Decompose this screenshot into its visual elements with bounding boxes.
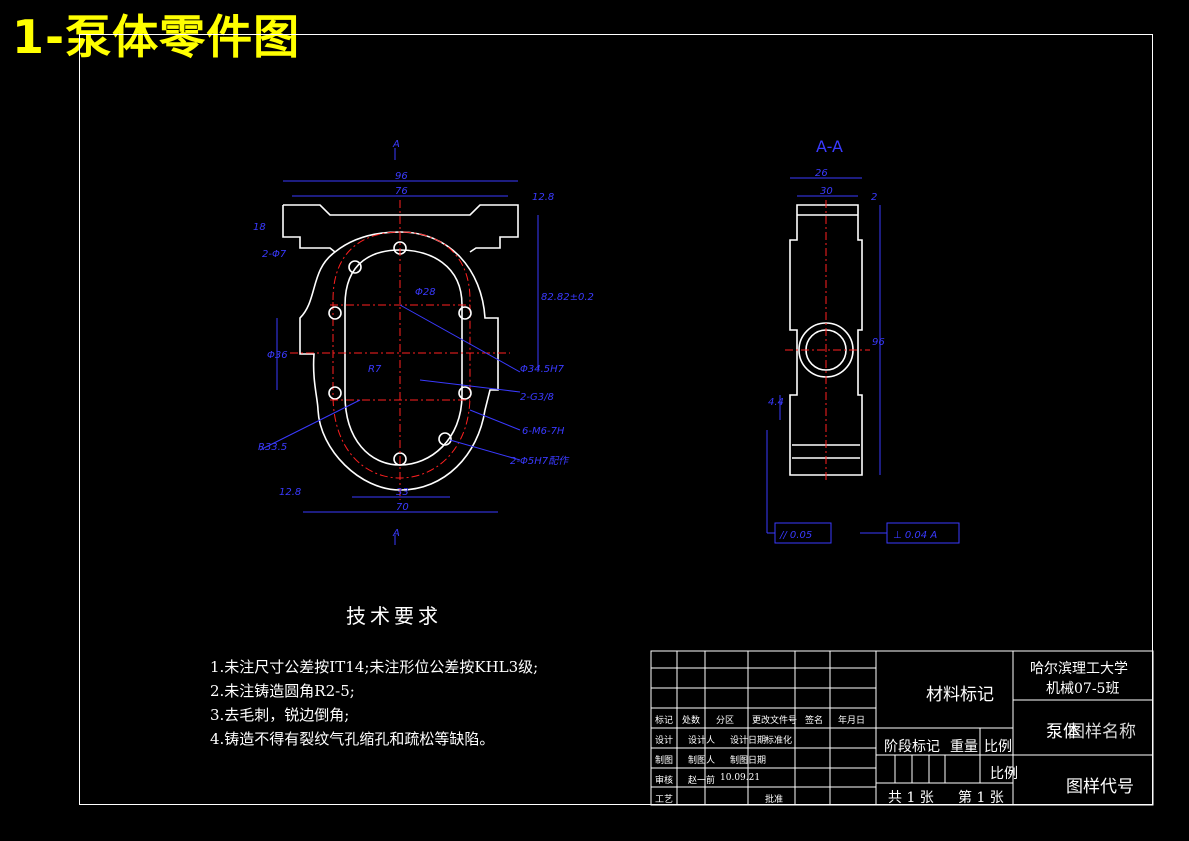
tb-drawing: 制图: [655, 756, 674, 766]
tb-total-sheets: 共 1 张: [888, 790, 934, 806]
tb-approve: 批准: [765, 795, 784, 805]
tb-mark: 标记: [655, 716, 674, 726]
dim-r33-5: R33.5: [258, 442, 287, 453]
section-label: A-A: [816, 137, 843, 156]
tb-process: 工艺: [655, 795, 674, 805]
tb-change-doc: 更改文件号: [752, 716, 798, 726]
tb-material-mark: 材料标记: [926, 685, 994, 705]
tb-class: 机械07-5班: [1046, 681, 1120, 697]
dim-phi34-5: Φ34.5H7: [520, 364, 565, 375]
tb-review-date: 10.09.21: [720, 773, 761, 783]
tb-stage-mark: 阶段标记: [884, 739, 940, 755]
dim-12-8-bottom: 12.8: [279, 487, 301, 498]
requirement-item: 3.去毛刺，锐边倒角;: [210, 706, 350, 724]
tb-drafter: 制图人: [688, 756, 716, 766]
tb-weight: 重量: [950, 739, 978, 755]
dim-12-8-top: 12.8: [532, 192, 554, 203]
drawing-frame: [79, 34, 1153, 805]
front-view: A A 96 76 12.8 18 2-Φ7 82.82±0.2 Φ34.5H7…: [253, 139, 594, 545]
tb-design-date: 设计日期: [730, 736, 767, 746]
tb-university: 哈尔滨理工大学: [1030, 661, 1128, 677]
tb-zone: 分区: [716, 716, 735, 726]
dim-circle-2: 2: [871, 192, 877, 203]
tb-standardization: 标准化: [765, 736, 793, 746]
dim-phi28: Φ28: [415, 287, 436, 298]
dim-96: 96: [395, 171, 408, 182]
dim-30: 30: [820, 186, 833, 197]
tb-scale: 比例: [984, 739, 1012, 755]
dim-2-phi5: 2-Φ5H7配作: [510, 455, 570, 467]
dim-26: 26: [815, 168, 828, 179]
tb-count: 处数: [682, 716, 701, 726]
dim-r7: R7: [368, 364, 382, 375]
dim-2-g3-8: 2-G3/8: [520, 392, 554, 403]
tol-parallel: // 0.05: [779, 530, 812, 541]
dim-6-m6: 6-M6-7H: [522, 426, 565, 437]
cut-mark-bottom: A: [392, 528, 400, 539]
dim-2-phi7: 2-Φ7: [262, 249, 287, 260]
tb-sheet-no: 第 1 张: [958, 790, 1004, 806]
dim-33: 33: [396, 487, 409, 498]
requirements-heading: 技术要求: [346, 604, 442, 628]
tb-drawing-date: 制图日期: [730, 756, 767, 766]
dim-76: 76: [395, 186, 408, 197]
tb-design: 设计: [655, 736, 674, 746]
requirement-item: 2.未注铸造圆角R2-5;: [210, 682, 355, 700]
tb-part-name-label: 图样名称: [1068, 722, 1136, 742]
dim-side-96: 96: [872, 337, 885, 348]
side-view: A-A 26 30 96 4.4 2 // 0.05 ⊥ 0.04 A: [766, 137, 960, 544]
tb-scale-2: 比例: [990, 766, 1018, 782]
dim-18: 18: [253, 222, 266, 233]
tb-review: 审核: [655, 776, 674, 786]
tol-perpendicular: ⊥ 0.04 A: [893, 530, 937, 541]
dim-phi36: Φ36: [267, 350, 288, 361]
dim-82-82: 82.82±0.2: [541, 292, 594, 303]
title-block-grid: [650, 650, 1154, 806]
tb-part-name: 泵体: [1046, 722, 1080, 742]
tb-drawing-code: 图样代号: [1066, 777, 1134, 797]
tb-date: 年月日: [838, 716, 866, 726]
tb-reviewer: 赵一前: [688, 776, 716, 786]
dim-4-4: 4.4: [768, 397, 784, 408]
requirements-list: 1.未注尺寸公差按IT14;未注形位公差按KHL3级; 2.未注铸造圆角R2-5…: [210, 655, 538, 751]
drawing-title: 1-泵体零件图: [12, 10, 301, 64]
requirement-item: 4.铸造不得有裂纹气孔缩孔和疏松等缺陷。: [210, 730, 495, 748]
dim-70: 70: [396, 502, 409, 513]
tb-designer: 设计人: [688, 736, 716, 746]
cut-mark-top: A: [392, 139, 400, 150]
tb-signature: 签名: [805, 716, 824, 726]
requirement-item: 1.未注尺寸公差按IT14;未注形位公差按KHL3级;: [210, 658, 539, 676]
